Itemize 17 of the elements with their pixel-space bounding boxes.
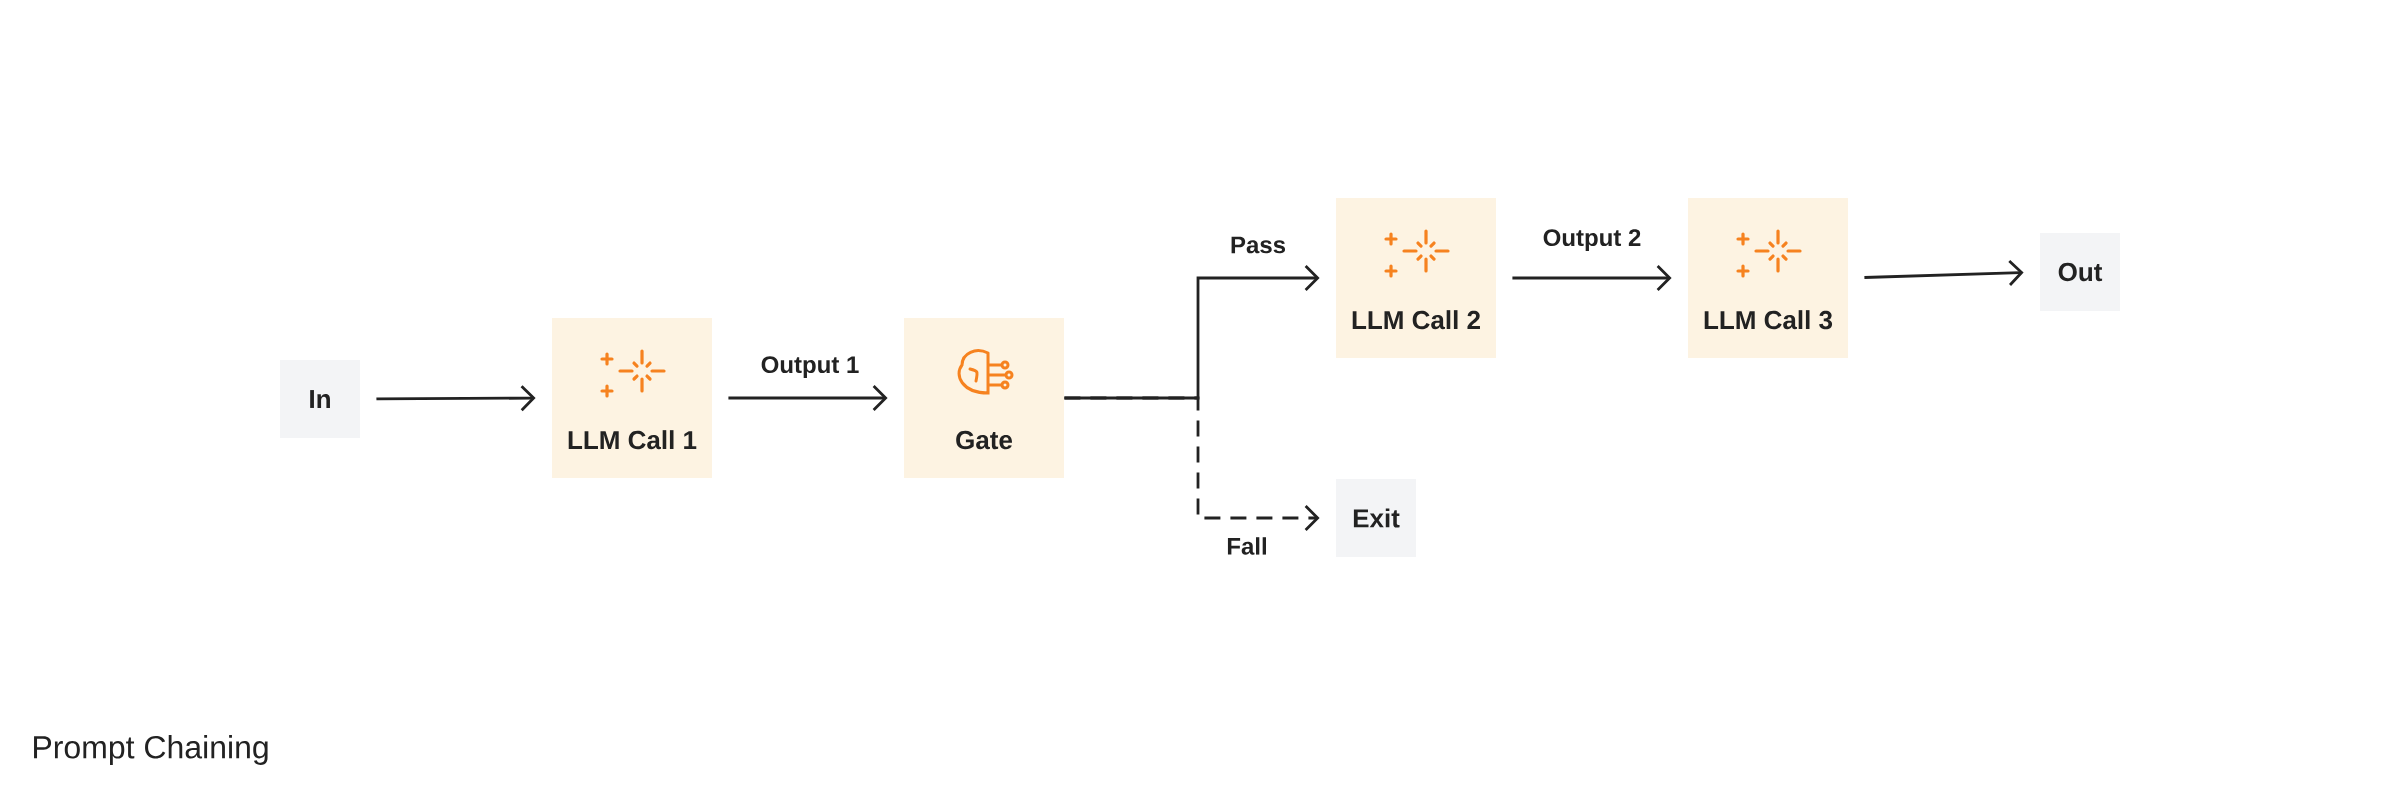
process-box: LLM Call 2 bbox=[1336, 198, 1496, 358]
edge-label: Pass bbox=[1228, 234, 1289, 256]
process-box: LLM Call 1 bbox=[552, 318, 712, 478]
arrow bbox=[376, 385, 536, 412]
edge-label: Output 2 bbox=[1540, 227, 1644, 253]
arrow bbox=[1864, 259, 2024, 286]
process-box: LLM Call 3 bbox=[1688, 198, 1848, 358]
terminal-box: In bbox=[280, 360, 360, 438]
arrow bbox=[728, 385, 888, 411]
arrow bbox=[1064, 396, 1320, 531]
edge-label: Fall bbox=[1224, 535, 1270, 557]
process-box: Gate bbox=[904, 318, 1064, 478]
arrow bbox=[1512, 265, 1672, 291]
terminal-box: Out bbox=[2040, 233, 2120, 311]
terminal-box: Exit bbox=[1336, 479, 1416, 557]
title: Prompt Chaining bbox=[34, 735, 268, 765]
edge-label: Output 1 bbox=[758, 354, 862, 380]
